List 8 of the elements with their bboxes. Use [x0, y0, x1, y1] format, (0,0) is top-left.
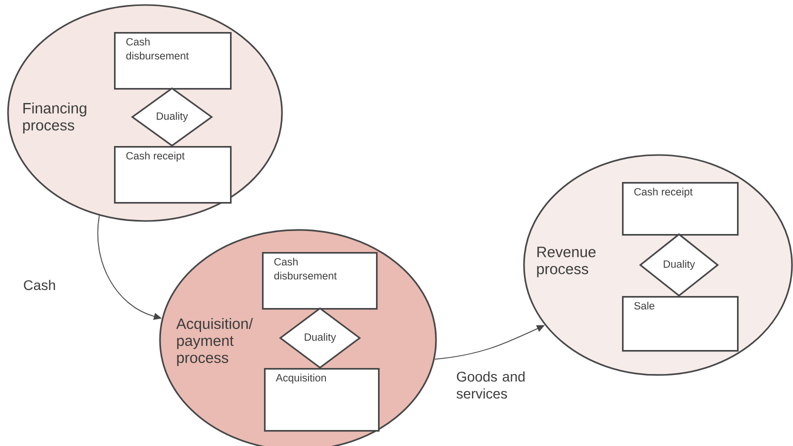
edge-label: Cash [24, 280, 55, 290]
event-box: Cash receipt [114, 146, 232, 204]
edge-label: Goods and services [456, 371, 525, 399]
event-box: Cash disbursement [262, 252, 378, 310]
event-box: Acquisition [264, 368, 380, 432]
event-box: Cash disbursement [114, 32, 232, 90]
event-box: Sale [622, 296, 739, 352]
event-box: Cash receipt [622, 182, 739, 236]
